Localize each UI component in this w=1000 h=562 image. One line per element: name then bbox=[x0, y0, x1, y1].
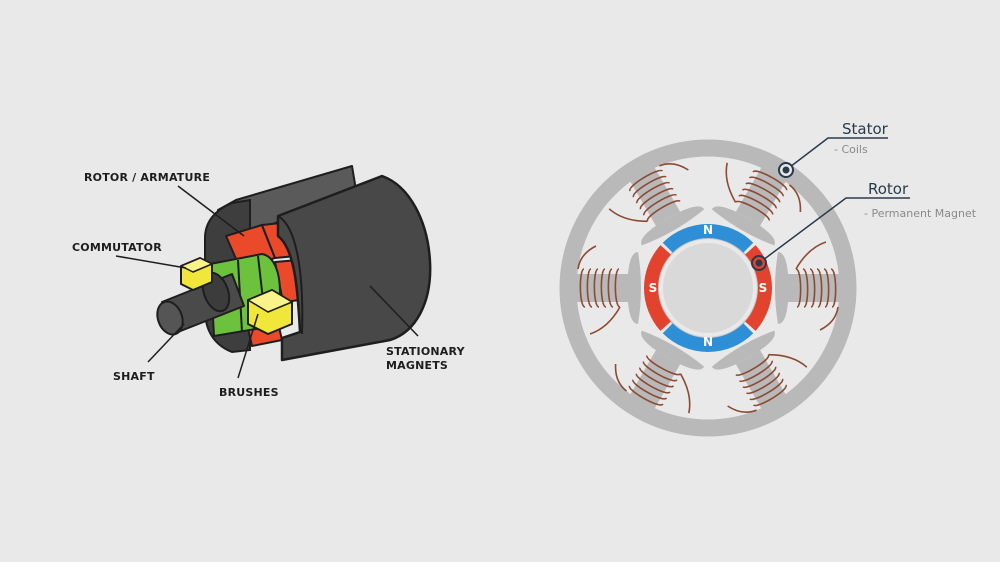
label-magnets: MAGNETS bbox=[386, 359, 448, 372]
stator-title: Stator bbox=[842, 120, 889, 138]
stator-tooth bbox=[573, 245, 641, 335]
pole-label-south-left: S bbox=[649, 281, 658, 295]
rotor-title: Rotor bbox=[868, 180, 909, 198]
label-shaft: SHAFT bbox=[113, 370, 155, 383]
pole-label-north-top: N bbox=[703, 223, 713, 237]
stator-teeth bbox=[573, 162, 843, 414]
dc-motor-illustration bbox=[156, 165, 432, 362]
pole-label-south-right: S bbox=[759, 281, 768, 295]
stationary-magnet-edge bbox=[277, 215, 304, 335]
stator-ring bbox=[559, 139, 857, 437]
stator-sub: - Coils bbox=[834, 143, 868, 156]
rotor-magnet-south-left bbox=[644, 245, 671, 331]
label-rotor-armature: ROTOR / ARMATURE bbox=[84, 171, 210, 184]
pole-label-north-bottom: N bbox=[703, 335, 713, 349]
bldc-cross-section: N N S S bbox=[559, 139, 857, 437]
rotor-sub: - Permanent Magnet bbox=[864, 207, 977, 220]
stator-tooth bbox=[608, 162, 705, 246]
stator-tooth bbox=[711, 162, 802, 246]
brush-upper-face bbox=[180, 257, 213, 273]
callout-rotor: Rotor - Permanent Magnet bbox=[751, 180, 977, 271]
shaft-end bbox=[156, 300, 184, 336]
rotor-magnet-north-bottom bbox=[662, 323, 754, 352]
brush-lower-face bbox=[247, 289, 293, 313]
label-stationary: STATIONARY bbox=[386, 345, 466, 358]
label-commutator: COMMUTATOR bbox=[72, 241, 162, 254]
callout-stator: Stator - Coils bbox=[778, 120, 889, 178]
rotor-core bbox=[663, 243, 753, 333]
leader-lines-left bbox=[115, 185, 419, 379]
stator-tooth bbox=[614, 330, 705, 414]
label-brushes: BRUSHES bbox=[219, 386, 279, 399]
stator-tooth bbox=[711, 330, 808, 414]
stator-tooth bbox=[775, 241, 843, 331]
stationary-magnet-shell bbox=[276, 174, 432, 362]
rotor-magnet-north-top bbox=[662, 224, 754, 253]
